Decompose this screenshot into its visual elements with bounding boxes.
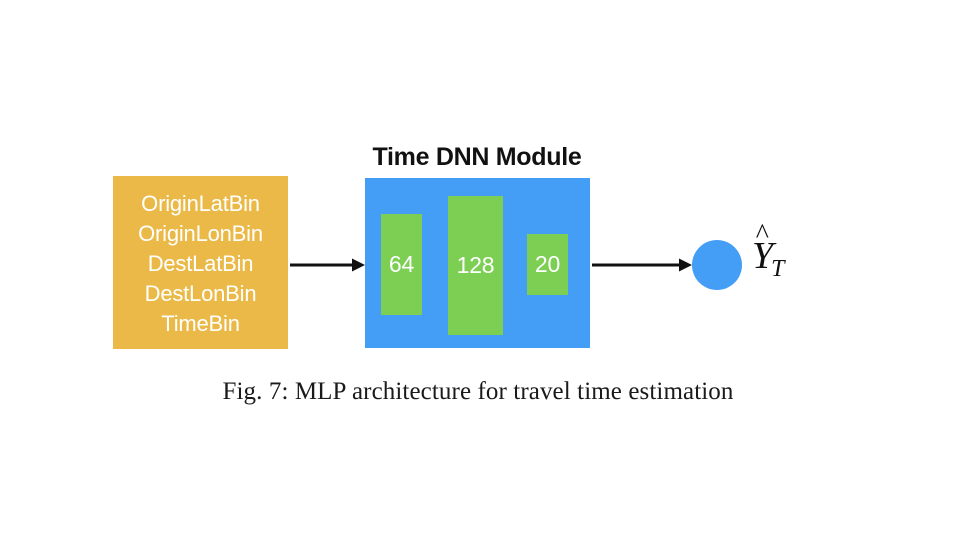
arrow-module-to-output — [592, 258, 692, 272]
output-variable-letter: Y — [752, 235, 774, 277]
hidden-layer-label: 64 — [388, 251, 415, 277]
input-feature-item: OriginLatBin — [141, 190, 260, 216]
output-node — [692, 240, 742, 290]
output-variable: ^ Y — [752, 221, 774, 278]
hat-accent: ^ — [755, 219, 769, 250]
input-feature-item: DestLonBin — [144, 280, 257, 306]
hidden-layer-label: 128 — [456, 252, 495, 278]
input-feature-item: DestLatBin — [147, 250, 254, 276]
hidden-layer-bar: 64 — [381, 214, 422, 315]
output-subscript: T — [771, 255, 785, 282]
figure-caption: Fig. 7: MLP architecture for travel time… — [222, 378, 734, 405]
time-dnn-module: 64 128 20 — [365, 178, 590, 348]
module-title: Time DNN Module — [372, 143, 582, 171]
arrow-input-to-module — [290, 258, 365, 272]
hidden-layer-bar: 128 — [448, 196, 503, 335]
hidden-layer-label: 20 — [534, 251, 561, 277]
hidden-layer-bar: 20 — [527, 234, 568, 295]
input-feature-block: OriginLatBin OriginLonBin DestLatBin Des… — [113, 176, 288, 349]
output-label: ^ Y T — [752, 221, 785, 283]
input-feature-item: TimeBin — [161, 310, 240, 336]
input-feature-item: OriginLonBin — [138, 220, 263, 246]
